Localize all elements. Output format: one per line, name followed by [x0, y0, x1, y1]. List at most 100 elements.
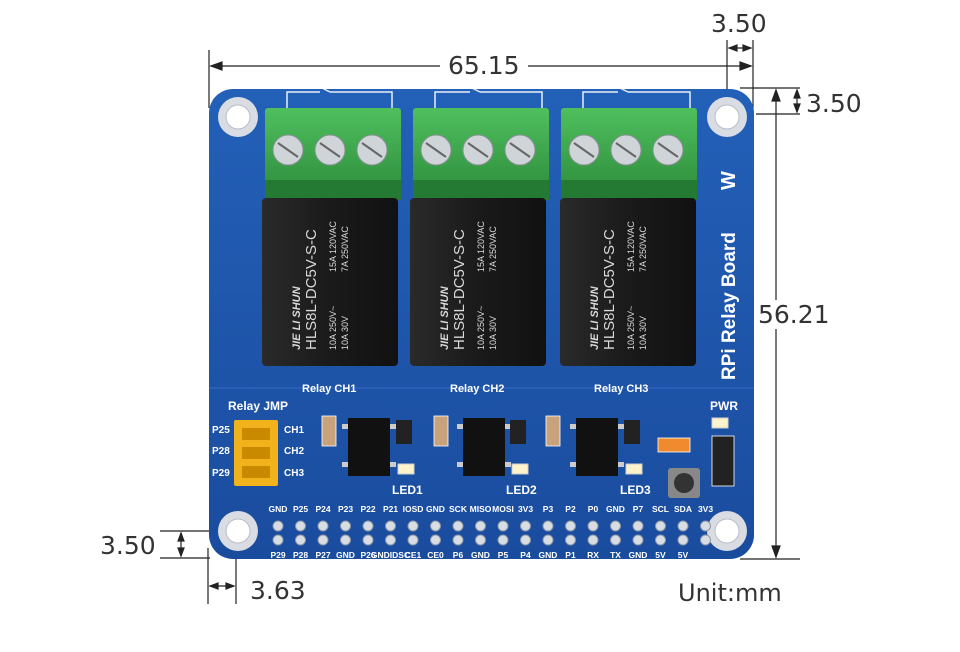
header-top-label: GND — [426, 504, 445, 514]
relay-model: HLS8L-DC5V-S-C — [303, 229, 320, 350]
header-pin — [362, 534, 374, 546]
header-bottom-label: GND — [629, 550, 648, 560]
header-top-label: P21 — [383, 504, 398, 514]
relays: JIE LI SHUN HLS8L-DC5V-S-C 10A 250V~ 10A… — [262, 198, 696, 366]
header-top-label: SCL — [652, 504, 669, 514]
header-bottom-label: P4 — [520, 550, 531, 560]
header-pin — [362, 520, 374, 532]
jumper-pin-p28: P28 — [212, 446, 230, 457]
header-bottom-label: 5V — [655, 550, 666, 560]
header-pin — [542, 534, 554, 546]
header-top-label: MISO — [470, 504, 492, 514]
header-bottom-label: GND — [336, 550, 355, 560]
relay-rating-b: 7A 250VAC — [638, 226, 648, 272]
header-pin — [587, 520, 599, 532]
header-top-label: P22 — [360, 504, 375, 514]
header-pin — [317, 520, 329, 532]
header-pin — [430, 520, 441, 532]
header-pin — [407, 534, 419, 546]
mounting-holes — [218, 97, 747, 551]
relay-ch1-label: Relay CH1 — [302, 383, 356, 395]
header-pin — [430, 534, 441, 546]
header-top-label: IOSD — [403, 504, 424, 514]
header-pin — [317, 534, 329, 546]
relay-rating-d: 10A 30V — [638, 316, 648, 350]
header-pin — [542, 520, 554, 532]
brand-logo: W — [718, 171, 740, 190]
relay-brand: JIE LI SHUN — [439, 285, 451, 350]
header-bottom-label: GNDIDSC — [371, 550, 410, 560]
header-pin — [632, 520, 644, 532]
header-pin — [565, 534, 576, 546]
header-pin — [700, 534, 711, 546]
header-top-label: 3V3 — [698, 504, 713, 514]
header-top-label: P3 — [543, 504, 554, 514]
unit-label: Unit:mm — [678, 579, 782, 607]
board-height-dimension: 56.21 — [758, 300, 830, 329]
hole-offset-top-x: 3.50 — [711, 9, 767, 38]
jumper-ch1: CH1 — [284, 425, 304, 436]
jumper-ch2: CH2 — [284, 446, 304, 457]
header-bottom-label: P5 — [498, 550, 509, 560]
header-top-label: 3V3 — [518, 504, 533, 514]
header-pin — [452, 520, 464, 532]
relay-brand: JIE LI SHUN — [589, 285, 601, 350]
header-pin — [475, 534, 486, 546]
relay-model: HLS8L-DC5V-S-C — [451, 229, 468, 350]
header-top-label: SDA — [674, 504, 692, 514]
header-pin — [632, 534, 644, 546]
header-pin — [497, 520, 509, 532]
driver-components — [321, 415, 735, 498]
header-bottom-label: P28 — [293, 550, 308, 560]
relay-rating-a: 15A 120VAC — [476, 221, 486, 272]
header-top-label: GND — [606, 504, 625, 514]
header-pin — [700, 520, 711, 532]
header-bottom-label: GND — [539, 550, 558, 560]
header-bottom-label: TX — [610, 550, 621, 560]
led1-label: LED1 — [392, 483, 423, 497]
header-pin — [407, 520, 419, 532]
contact-symbols — [286, 87, 691, 108]
led3-label: LED3 — [620, 483, 651, 497]
relay-ch3-label: Relay CH3 — [594, 383, 648, 395]
header-top-label: P23 — [338, 504, 353, 514]
header-pin — [295, 534, 306, 546]
header-pin — [272, 534, 284, 546]
header-pin — [587, 534, 599, 546]
header-bottom-label: P27 — [315, 550, 330, 560]
header-pin — [655, 520, 666, 532]
header-top-label: P24 — [315, 504, 330, 514]
relay-rating-a: 15A 120VAC — [328, 221, 338, 272]
header-top-label: P25 — [293, 504, 308, 514]
header-bottom-label: P26 — [360, 550, 375, 560]
header-pin — [452, 534, 464, 546]
header-bottom-label: 5V — [678, 550, 689, 560]
header-pin — [655, 534, 666, 546]
jumper-pin-p29: P29 — [212, 468, 230, 479]
pwr-label: PWR — [710, 399, 738, 413]
board-width-dimension: 65.15 — [440, 53, 528, 78]
header-pin — [385, 534, 396, 546]
relay-rating-d: 10A 30V — [488, 316, 498, 350]
header-pin — [565, 520, 576, 532]
header-bottom-label: CE0 — [427, 550, 444, 560]
terminal-blocks — [265, 108, 697, 200]
hole-offset-bottom-x: 3.63 — [250, 576, 306, 605]
header-pin — [610, 534, 621, 546]
header-pin — [295, 520, 306, 532]
relay-brand: JIE LI SHUN — [291, 285, 303, 350]
header-bottom-label: GND — [471, 550, 490, 560]
relay-rating-c: 10A 250V~ — [626, 306, 636, 350]
relay-rating-b: 7A 250VAC — [488, 226, 498, 272]
header-top-label: MOSI — [492, 504, 514, 514]
header-top-label: P7 — [633, 504, 644, 514]
hole-offset-top-y: 3.50 — [806, 89, 862, 118]
header-bottom-label: P29 — [270, 550, 285, 560]
header-pin — [475, 520, 486, 532]
header-pin — [340, 520, 351, 532]
header-pin — [340, 534, 351, 546]
relay-rating-d: 10A 30V — [340, 316, 350, 350]
header-pin — [497, 534, 509, 546]
